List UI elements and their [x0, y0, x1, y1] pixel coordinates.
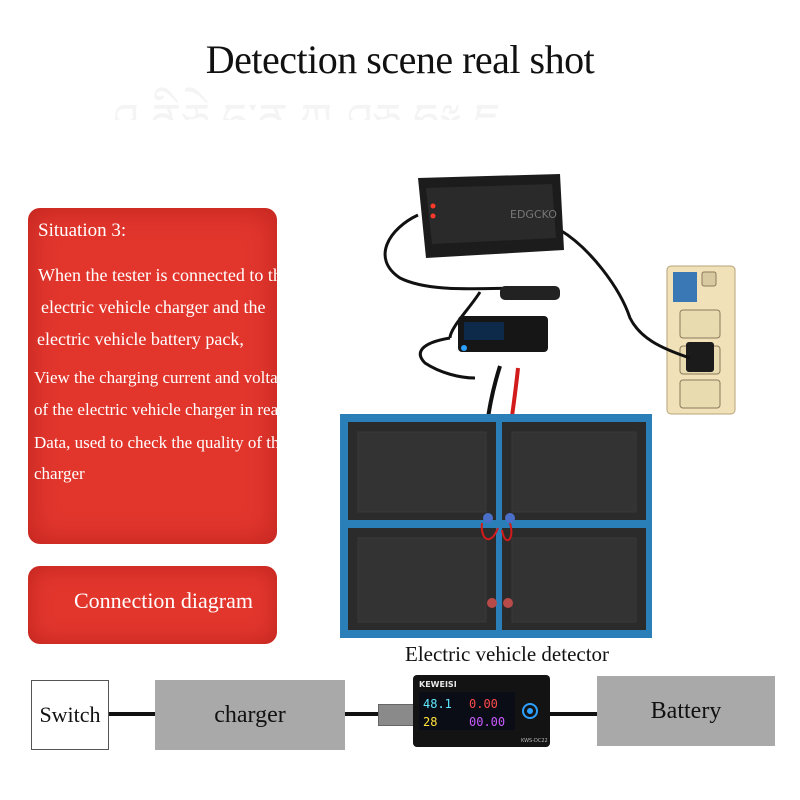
device-voltage: 48.1: [423, 697, 452, 711]
situation-line: When the tester is connected to the: [38, 265, 290, 285]
connection-diagram-panel: Connection diagram: [28, 566, 277, 644]
page-title: Detection scene real shot: [205, 37, 595, 82]
wire: [107, 712, 155, 716]
usb-plug: [378, 704, 416, 726]
charger-box: charger: [155, 680, 345, 750]
device-current: 0.00: [469, 697, 498, 711]
situation-line: of the electric vehicle charger in real …: [34, 400, 318, 419]
device-model: KWS-DC22: [521, 738, 548, 744]
power-strip: [666, 265, 736, 415]
charger-photo: EDGCKO: [418, 174, 564, 258]
situation-line: charger: [34, 464, 85, 483]
charger-brand-text: EDGCKO: [510, 208, 557, 221]
situation-line: electric vehicle battery pack,: [37, 329, 244, 349]
detector-label: Electric vehicle detector: [405, 642, 610, 666]
device-button: [522, 703, 538, 719]
battery-label: Battery: [650, 697, 722, 724]
situation-line: electric vehicle charger and the: [41, 297, 266, 317]
situation-line: Data, used to check the quality of the: [34, 433, 288, 452]
battery-box: Battery: [597, 676, 775, 746]
detector-device: KEWEISI 48.1 0.00 28 00.00 KWS-DC22: [413, 675, 550, 747]
device-temperature: 28: [423, 715, 437, 729]
meter-photo: [458, 316, 548, 352]
switch-box: Switch: [31, 680, 109, 750]
connector-plug: [500, 286, 560, 300]
device-brand: KEWEISI: [419, 680, 457, 689]
situation-heading: Situation 3:: [38, 220, 127, 241]
wire: [345, 712, 378, 716]
switch-label: Switch: [39, 702, 101, 727]
charger-label: charger: [214, 701, 286, 728]
device-energy: 00.00: [469, 715, 505, 729]
watermark-text: ཤ ནིཅེ ཧ་ནཱ ཀཱ ཤཅ ཧཱ༈ ཇཱ: [110, 70, 630, 120]
battery-pack-photo: [340, 414, 652, 638]
connection-diagram-label: Connection diagram: [74, 588, 254, 613]
situation-line: View the charging current and voltage: [34, 368, 294, 387]
situation-panel: Situation 3: When the tester is connecte…: [28, 208, 317, 544]
wire: [550, 712, 597, 716]
scene-photo: EDGCKO: [340, 174, 736, 638]
